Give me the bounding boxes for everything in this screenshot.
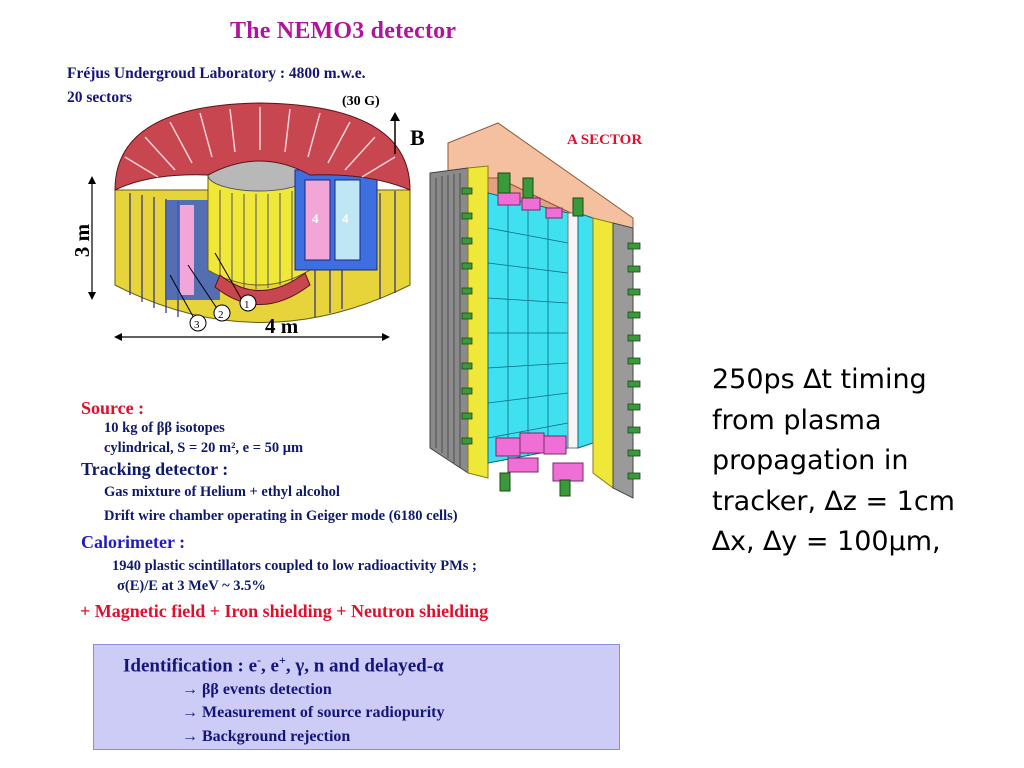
bottom-petal-blocks: [495, 432, 584, 482]
lab-line: Fréjus Undergroud Laboratory : 4800 m.w.…: [67, 65, 366, 82]
source-item-2: cylindrical, S = 20 m², e = 50 μm: [104, 440, 304, 456]
tracking-item-1: Gas mixture of Helium + ethyl alcohol: [104, 484, 340, 500]
timing-line-5: ∆x, ∆y = 100µm,: [712, 526, 941, 557]
sector-number-1: 4: [312, 211, 319, 226]
callout-line-3: [169, 274, 196, 321]
calorimeter-stripes: [129, 191, 396, 317]
pm-tubes-left: [461, 187, 473, 445]
identification-mid: , e: [261, 655, 279, 677]
timing-text-block: 250ps ∆t timing from plasma propagation …: [712, 360, 1012, 563]
slide-title: The NEMO3 detector: [230, 18, 457, 44]
source-foil-right-1: [304, 179, 331, 261]
callout-label-2: 2: [218, 309, 224, 321]
sectors-line: 20 sectors: [67, 89, 132, 106]
height-label: 3 m: [70, 223, 95, 258]
positron-sign: +: [278, 653, 286, 667]
pm-tubes-right: [627, 242, 641, 480]
calorimeter-item-2: σ(E)/E at 3 MeV ~ 3.5%: [117, 578, 266, 594]
scintillator-wall-right: [577, 212, 594, 449]
source-foil: [567, 212, 579, 449]
identification-heading: Identification : e-, e+, γ, n and delaye…: [123, 653, 444, 677]
shielding-line: + Magnetic field + Iron shielding + Neut…: [80, 601, 489, 621]
sector-diagram: [429, 122, 641, 499]
magnet-coil-top: [114, 102, 411, 191]
callout-circle-1: [239, 294, 257, 312]
callout-label-3: 3: [194, 319, 200, 331]
sector-number-2: 4: [342, 211, 349, 226]
sector-label: A SECTOR: [567, 132, 643, 148]
width-dimension-arrow: [114, 333, 390, 341]
identification-tail: , γ, n and delayed-α: [285, 655, 444, 677]
detector-cylinder-diagram: 4 4 1 2 3: [114, 102, 411, 332]
calorimeter-item-1: 1940 plastic scintillators coupled to lo…: [112, 558, 477, 574]
callout-label-1: 1: [244, 299, 250, 311]
top-tubes: [497, 172, 584, 217]
width-label: 4 m: [265, 314, 299, 338]
source-foil-left: [180, 205, 194, 295]
tracking-heading: Tracking detector :: [81, 459, 229, 479]
timing-line-1: 250ps ∆t timing: [712, 364, 927, 395]
bottom-tubes: [499, 472, 571, 497]
source-heading: Source :: [81, 398, 145, 418]
source-foil-right-2: [334, 179, 361, 261]
identification-item-1: → ββ events detection: [182, 681, 332, 698]
electron-sign: -: [257, 653, 262, 667]
callout-line-2: [187, 264, 221, 314]
callout-line-1: [214, 252, 247, 308]
sector-frame-right: [592, 217, 614, 489]
timing-line-3: propagation in: [712, 445, 909, 476]
calorimeter-heading: Calorimeter :: [81, 532, 186, 552]
field-strength-label: (30 G): [342, 94, 380, 109]
timing-line-2: from plasma: [712, 404, 882, 436]
source-item-1: 10 kg of ββ isotopes: [104, 420, 225, 436]
coil-spokes: [124, 107, 396, 178]
identification-box: Identification : e-, e+, γ, n and delaye…: [93, 644, 620, 750]
magnet-coil-bottom: [214, 272, 311, 305]
b-field-arrow: [390, 112, 400, 154]
timing-line-4: tracker, ∆z = 1cm: [712, 485, 955, 517]
sector-frame-yellow: [467, 165, 489, 479]
tracking-item-2: Drift wire chamber operating in Geiger m…: [104, 508, 458, 524]
identification-prefix: Identification : e: [123, 655, 258, 677]
identification-item-3: → Background rejection: [182, 728, 351, 745]
callout-circle-3: [189, 314, 207, 332]
height-dimension-arrow: [88, 176, 96, 300]
callout-circle-2: [213, 304, 231, 322]
identification-item-2: → Measurement of source radiopurity: [182, 704, 445, 721]
b-field-label: B: [410, 125, 425, 150]
